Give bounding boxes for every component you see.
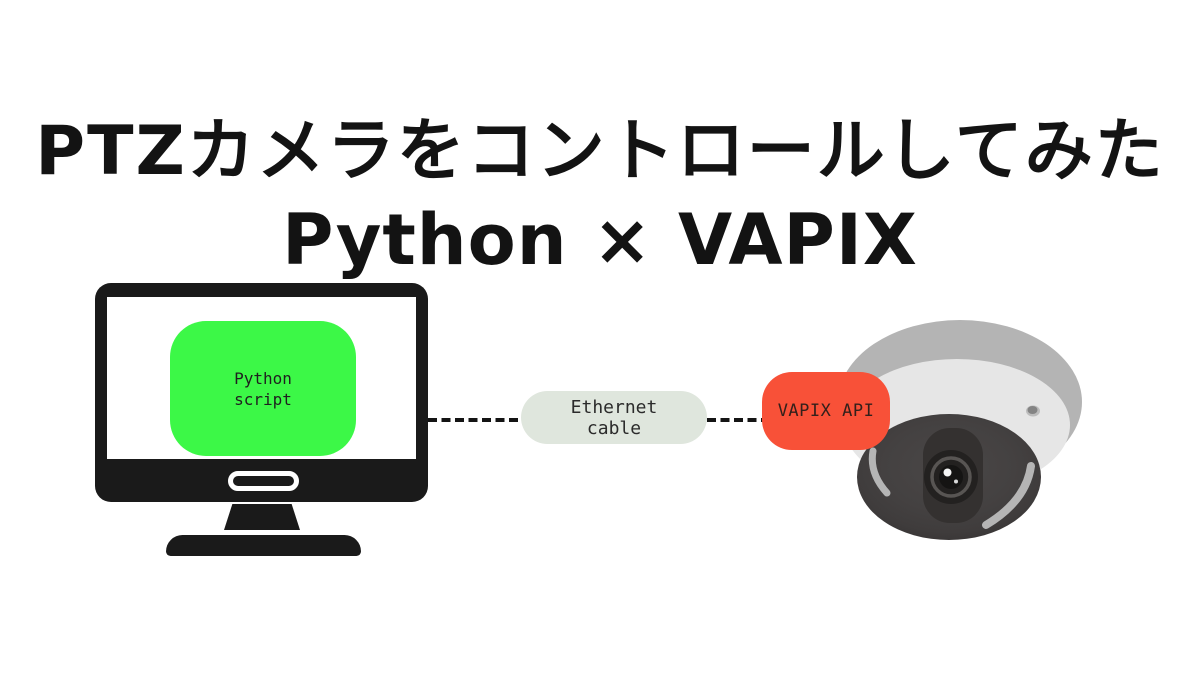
python-script-node: Python script — [170, 321, 356, 456]
page-title-line-1: PTZカメラをコントロールしてみた — [35, 112, 1165, 191]
ethernet-cable-node: Ethernet cable — [521, 391, 707, 444]
computer-monitor-illustration: Python script — [95, 283, 428, 502]
camera-screw-icon — [1026, 405, 1040, 417]
monitor-base — [166, 535, 361, 556]
python-script-label-line-1: Python — [234, 368, 292, 388]
ethernet-cable-label-line-1: Ethernet — [570, 396, 658, 418]
monitor-screen: Python script — [107, 297, 416, 459]
vapix-api-node: VAPIX API — [762, 372, 890, 450]
monitor-stand — [224, 504, 300, 530]
connection-dash-left — [428, 418, 521, 422]
ethernet-cable-label-line-2: cable — [586, 417, 642, 439]
monitor-speaker-pill — [228, 471, 299, 491]
camera-glass-highlights — [868, 447, 1035, 529]
page-title-line-2: Python × VAPIX — [282, 199, 918, 281]
vapix-api-label: VAPIX API — [777, 401, 875, 421]
camera-lens — [924, 450, 978, 504]
dome-camera-illustration — [838, 320, 1082, 540]
python-script-label-line-2: script — [234, 389, 292, 409]
connection-dash-right — [707, 418, 764, 422]
